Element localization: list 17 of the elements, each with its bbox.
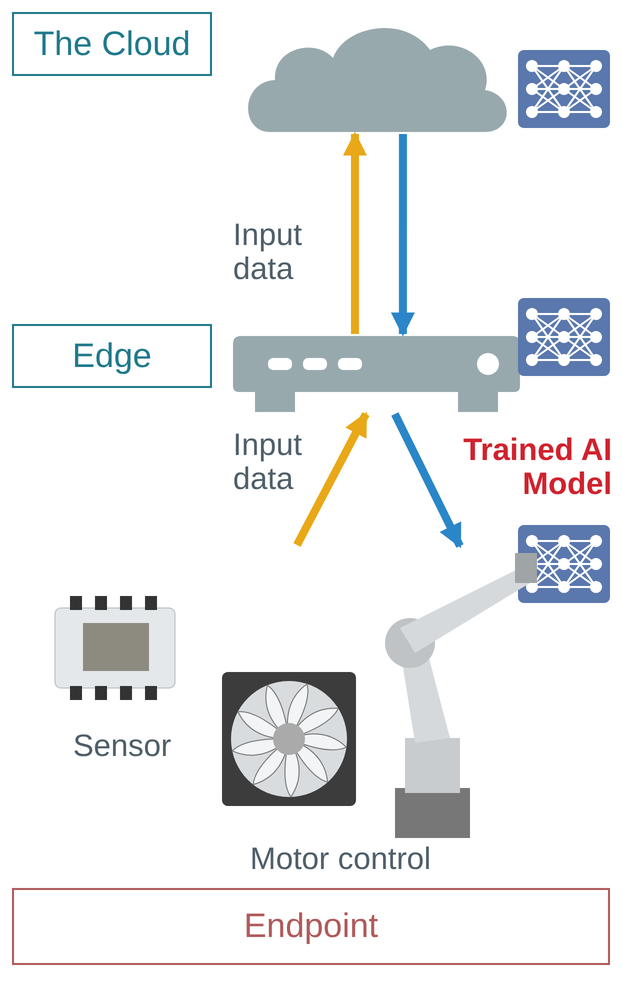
region-label: Edge <box>12 324 212 388</box>
neural-network-icon <box>518 298 610 376</box>
text-label: Input data <box>233 218 303 286</box>
node-label: Sensor <box>72 728 172 764</box>
neural-network-icon <box>518 525 610 603</box>
arrow <box>342 132 367 334</box>
callout-text: Trained AI Model <box>462 433 612 502</box>
arrow <box>391 412 464 548</box>
text-label: Motor control <box>250 842 432 876</box>
region-label: Endpoint <box>12 888 610 965</box>
neural-network-icon <box>518 50 610 128</box>
arrow <box>390 134 415 336</box>
cooling-fan-drawing <box>222 672 356 806</box>
arrow <box>293 412 370 547</box>
region-label: The Cloud <box>12 12 212 76</box>
text-label: Input data <box>233 428 303 496</box>
edge-device-drawing <box>233 336 520 412</box>
